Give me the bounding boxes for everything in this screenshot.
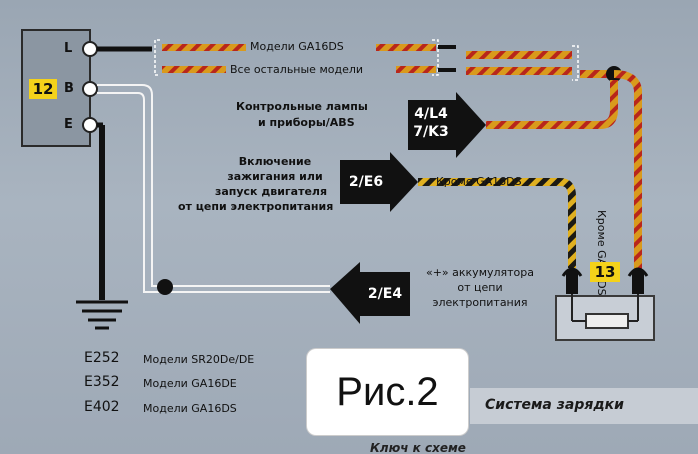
label-battery-1: «+» аккумулятора xyxy=(425,266,535,279)
ground-code-3: E402 xyxy=(84,399,120,415)
wire-ignition xyxy=(418,178,576,268)
wire-b-outer xyxy=(97,84,330,287)
ground-models-3: Модели GA16DS xyxy=(143,402,237,415)
arrow-ignition xyxy=(340,152,418,212)
junction-node-left xyxy=(157,279,173,295)
split-bracket-right xyxy=(432,39,439,76)
pin-e-terminal xyxy=(82,117,98,133)
ground-models-2: Модели GA16DE xyxy=(143,377,237,390)
arrow-lamps xyxy=(408,92,486,158)
split-bracket-left xyxy=(154,39,160,76)
label-ignition-1: Включение xyxy=(238,155,312,168)
connector-ignition: 2/E6 xyxy=(348,174,384,190)
pin-e-label: E xyxy=(64,117,73,132)
wire-to-junction xyxy=(580,70,612,78)
figure-caption: Рис.2 xyxy=(307,349,468,435)
ground-code-2: E352 xyxy=(84,374,120,390)
fuse-id-badge: 13 xyxy=(590,262,620,282)
connector-ground: 2/E4 xyxy=(367,286,403,302)
wire-upper-long xyxy=(466,51,572,59)
wire-to-lamps xyxy=(486,80,618,129)
label-except-ga16ds-vertical: Кроме GA16DS xyxy=(595,210,608,296)
wire-b-inner xyxy=(97,92,330,293)
section-title-bar xyxy=(470,388,698,424)
fuse-cap-right xyxy=(627,267,649,277)
arrow-ground-connector xyxy=(330,262,410,324)
label-battery-3: электропитания xyxy=(432,296,528,309)
ground-models-1: Модели SR20De/DE xyxy=(143,353,255,366)
label-warning-lamps-2: и приборы/ABS xyxy=(258,116,355,129)
fuse-cap-left xyxy=(561,267,583,277)
label-except-ga16ds: Кроме GA16DS xyxy=(436,175,522,188)
wire-lower-others-right xyxy=(396,66,436,73)
wire-upper-ga16ds-right xyxy=(376,44,436,51)
label-battery-2: от цепи xyxy=(457,281,503,294)
fuse-element xyxy=(585,313,629,329)
connector-lamps-2: 7/K3 xyxy=(413,124,449,140)
fuse-terminal-right xyxy=(632,270,644,294)
ground-code-1: E252 xyxy=(84,350,120,366)
section-title: Система зарядки xyxy=(485,397,624,413)
wire-lower-long xyxy=(466,67,572,75)
label-ignition-4: от цепи электропитания xyxy=(178,200,334,213)
label-models-ga16ds: Модели GA16DS xyxy=(250,40,344,53)
pin-l-terminal xyxy=(82,41,98,57)
fuse-terminal-left xyxy=(566,270,578,294)
label-warning-lamps-1: Контрольные лампы xyxy=(236,100,368,113)
pin-l-label: L xyxy=(64,41,73,56)
wire-upper-ga16ds xyxy=(162,44,246,51)
connector-lamps-1: 4/L4 xyxy=(414,106,448,122)
wire-lower-others xyxy=(162,66,226,73)
split-bracket-far-right xyxy=(572,45,579,81)
label-ignition-2: зажигания или xyxy=(227,170,323,183)
pin-b-label: B xyxy=(64,81,74,96)
pin-b-terminal xyxy=(82,81,98,97)
label-all-other-models: Все остальные модели xyxy=(230,63,364,76)
wire-vertical-right xyxy=(613,70,642,270)
label-ignition-3: запуск двигателя xyxy=(214,185,328,198)
footer-text: Ключ к схеме xyxy=(370,441,466,454)
alternator-id-badge: 12 xyxy=(29,79,57,99)
